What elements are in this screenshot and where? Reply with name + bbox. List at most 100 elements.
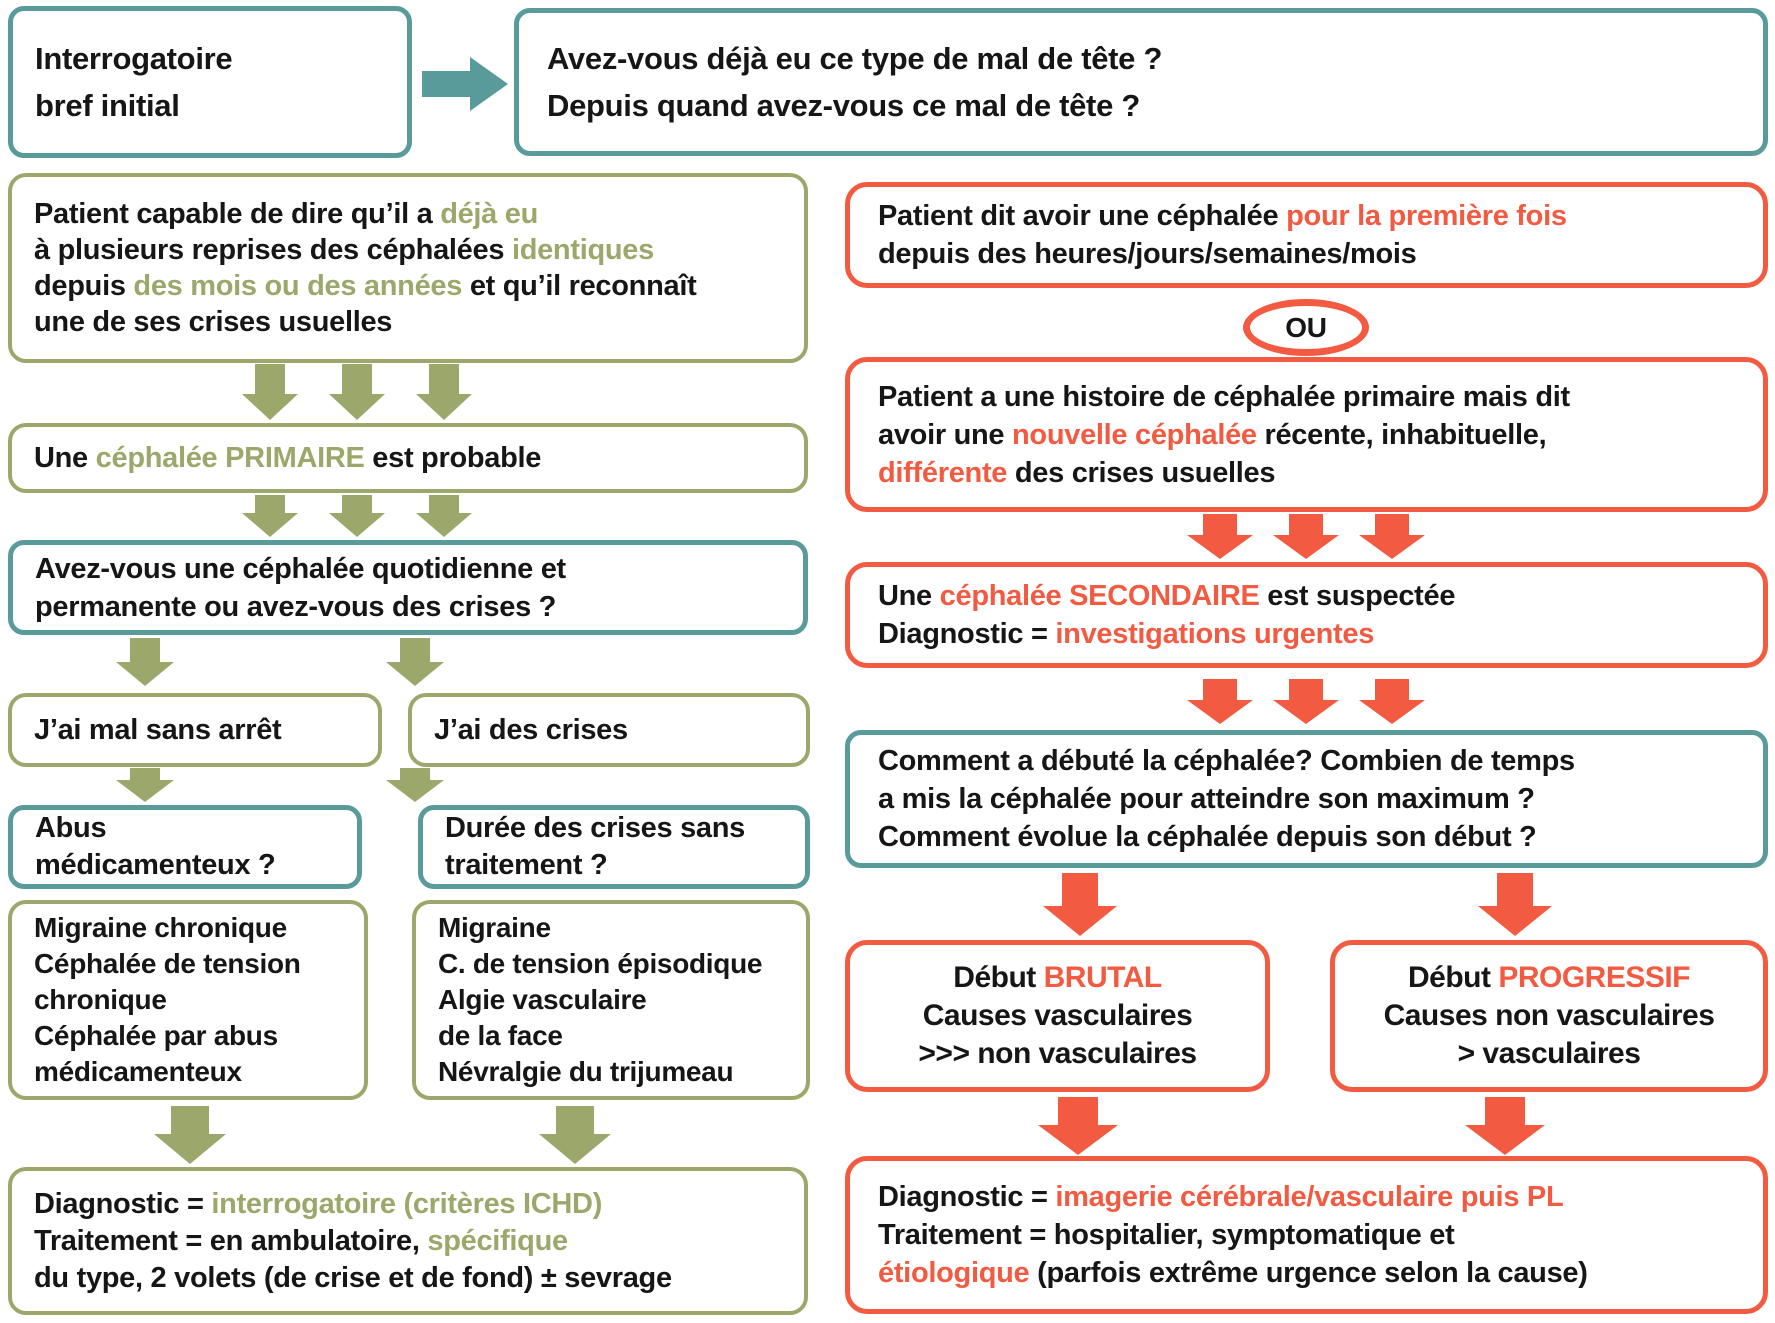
arrow-shaft bbox=[342, 495, 372, 513]
arrow-shaft bbox=[429, 495, 459, 513]
down-arrow-icon bbox=[1038, 1097, 1118, 1155]
attacks-box: J’ai des crises bbox=[408, 693, 810, 767]
down-arrow-icon bbox=[1465, 1097, 1545, 1155]
text-segment: Névralgie du trijumeau bbox=[438, 1056, 734, 1087]
down-arrow-icon bbox=[1273, 514, 1339, 559]
down-arrow-icon bbox=[1043, 873, 1117, 936]
text-segment: Patient capable de dire qu’il a bbox=[34, 198, 441, 230]
text-segment: de la face bbox=[438, 1020, 563, 1051]
text-line: médicamenteux ? bbox=[35, 847, 335, 884]
text-line: >>> non vasculaires bbox=[872, 1035, 1243, 1073]
arrow-shaft bbox=[1289, 514, 1323, 535]
text-line: Début BRUTAL bbox=[872, 959, 1243, 997]
text-line: Patient a une histoire de céphalée prima… bbox=[878, 378, 1741, 416]
arrow-head bbox=[1359, 700, 1425, 724]
text-segment: est suspectée bbox=[1259, 580, 1456, 612]
text-line: bref initial bbox=[35, 82, 385, 129]
text-segment: nouvelle céphalée bbox=[1012, 418, 1257, 451]
arrow-head bbox=[386, 662, 444, 686]
flow-arrow-right-icon bbox=[422, 57, 508, 111]
text-segment: BRUTAL bbox=[1043, 961, 1163, 994]
text-segment: >>> non vasculaires bbox=[918, 1037, 1197, 1070]
text-segment: Début bbox=[953, 961, 1044, 994]
arrow-shaft bbox=[171, 1106, 209, 1134]
arrow-head bbox=[416, 513, 472, 537]
text-line: étiologique (parfois extrême urgence sel… bbox=[878, 1254, 1741, 1292]
text-segment: différente bbox=[878, 456, 1008, 489]
text-line: Début PROGRESSIF bbox=[1357, 959, 1741, 997]
arrow-head bbox=[1478, 906, 1552, 936]
text-segment: depuis bbox=[34, 270, 134, 302]
secondary-management-box: Diagnostic = imagerie cérébrale/vasculai… bbox=[845, 1156, 1768, 1314]
text-segment: Avez-vous une céphalée quotidienne et bbox=[35, 552, 566, 585]
down-arrow-icon bbox=[329, 495, 385, 537]
arrow-shaft bbox=[1203, 679, 1237, 700]
text-segment: Depuis quand avez-vous ce mal de tête ? bbox=[547, 88, 1140, 123]
text-line: Avez-vous déjà eu ce type de mal de tête… bbox=[547, 35, 1741, 82]
arrow-shaft bbox=[422, 71, 470, 97]
medication-overuse-question-box: Abus médicamenteux ? bbox=[8, 805, 362, 889]
text-line: de la face bbox=[438, 1018, 784, 1054]
arrow-shaft bbox=[1203, 514, 1237, 535]
text-segment: Abus bbox=[35, 812, 107, 844]
text-segment: Migraine bbox=[438, 912, 551, 943]
arrow-shaft bbox=[400, 768, 430, 780]
text-line: Migraine bbox=[438, 910, 784, 946]
arrow-shaft bbox=[1062, 873, 1098, 906]
down-arrow-icon bbox=[386, 768, 444, 802]
primary-headache-box: Une céphalée PRIMAIRE est probable bbox=[8, 423, 808, 493]
text-line: Durée des crises sans bbox=[445, 810, 783, 847]
text-segment: récente, inhabituelle, bbox=[1256, 418, 1547, 451]
progressive-onset-box: Début PROGRESSIF Causes non vasculaires … bbox=[1330, 940, 1768, 1092]
down-arrow-icon bbox=[416, 495, 472, 537]
text-segment: du type, 2 volets (de crise et de fond) … bbox=[34, 1261, 672, 1294]
text-segment: des crises usuelles bbox=[1007, 456, 1276, 489]
arrow-shaft bbox=[1058, 1097, 1098, 1125]
text-segment: Migraine chronique bbox=[34, 912, 287, 943]
down-arrow-icon bbox=[1359, 514, 1425, 559]
text-segment: médicamenteux bbox=[34, 1056, 242, 1087]
arrow-shaft bbox=[1289, 679, 1323, 700]
text-line: depuis des mois ou des années et qu’il r… bbox=[34, 268, 782, 304]
down-arrow-icon bbox=[1273, 679, 1339, 724]
text-line: Depuis quand avez-vous ce mal de tête ? bbox=[547, 82, 1741, 129]
arrow-shaft bbox=[429, 364, 459, 394]
arrow-head bbox=[470, 57, 508, 111]
arrow-shaft bbox=[255, 495, 285, 513]
down-arrow-icon bbox=[116, 638, 174, 686]
text-line: du type, 2 volets (de crise et de fond) … bbox=[34, 1260, 782, 1297]
arrow-head bbox=[1187, 535, 1253, 559]
text-segment: Comment évolue la céphalée depuis son dé… bbox=[878, 821, 1537, 853]
text-segment: Début bbox=[1407, 961, 1499, 994]
text-line: Algie vasculaire bbox=[438, 982, 784, 1018]
text-segment: médicamenteux ? bbox=[35, 849, 276, 881]
text-line: traitement ? bbox=[445, 847, 783, 884]
text-segment: céphalée SECONDAIRE bbox=[939, 580, 1260, 612]
text-line: Causes non vasculaires bbox=[1357, 997, 1741, 1035]
arrow-shaft bbox=[1497, 873, 1533, 906]
text-segment: Céphalée de tension bbox=[34, 948, 301, 979]
text-line: Diagnostic = interrogatoire (critères IC… bbox=[34, 1186, 782, 1223]
arrow-shaft bbox=[130, 638, 160, 662]
text-segment: a mis la céphalée pour atteindre son max… bbox=[878, 783, 1535, 815]
arrow-head bbox=[116, 662, 174, 686]
text-segment: avoir une bbox=[878, 418, 1012, 451]
text-segment: C. de tension épisodique bbox=[438, 948, 763, 979]
text-line: Avez-vous une céphalée quotidienne et bbox=[35, 550, 781, 588]
text-line: a mis la céphalée pour atteindre son max… bbox=[878, 780, 1741, 818]
text-line: Comment a débuté la céphalée? Combien de… bbox=[878, 742, 1741, 780]
text-segment: Traitement = en ambulatoire, bbox=[34, 1224, 428, 1257]
text-segment: PROGRESSIF bbox=[1498, 961, 1691, 994]
text-segment: bref initial bbox=[35, 88, 180, 123]
attack-duration-question-box: Durée des crises sans traitement ? bbox=[418, 805, 810, 889]
down-arrow-icon bbox=[116, 768, 174, 802]
arrow-head bbox=[416, 394, 472, 420]
text-line: Migraine chronique bbox=[34, 910, 342, 946]
arrow-shaft bbox=[556, 1106, 594, 1134]
initial-questions-box: Avez-vous déjà eu ce type de mal de tête… bbox=[514, 8, 1768, 156]
text-segment: J’ai mal sans arrêt bbox=[34, 713, 282, 746]
text-segment: Diagnostic = bbox=[878, 1181, 1056, 1213]
arrow-head bbox=[1273, 700, 1339, 724]
first-headache-box: Patient dit avoir une céphalée pour la p… bbox=[845, 182, 1768, 288]
